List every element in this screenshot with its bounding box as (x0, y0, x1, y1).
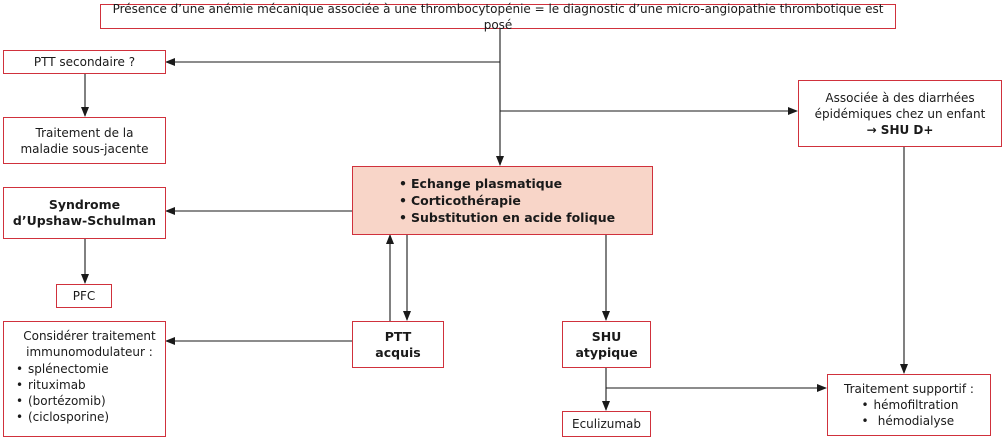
supportif-list: hémofiltration hémodialyse (860, 397, 959, 429)
traitement-line-2: maladie sous-jacente (20, 141, 149, 156)
upshaw-line-1: Syndrome (48, 197, 121, 212)
traitement-line-1: Traitement de la (35, 125, 134, 140)
immuno-box: Considérer traitement immunomodulateur :… (3, 321, 166, 437)
ptt-acquis-box: PTT acquis (352, 321, 444, 368)
eculizumab-text: Eculizumab (571, 417, 642, 431)
treatment-item-folique: Substitution en acide folique (397, 209, 615, 226)
diagnosis-box: Présence d’une anémie mécanique associée… (100, 2, 896, 32)
supportif-item-hemofiltration: hémofiltration (860, 397, 959, 413)
supportif-box: Traitement supportif : hémofiltration hé… (827, 374, 991, 436)
upshaw-line-2: d’Upshaw-Schulman (12, 213, 157, 228)
immuno-item-rituximab: rituximab (14, 377, 109, 393)
shu-atypique-line-1: SHU (591, 328, 622, 344)
treatment-box: Echange plasmatique Corticothérapie Subs… (352, 166, 653, 235)
shu-d-line-3: → SHU D+ (866, 122, 934, 137)
shu-atypique-line-2: atypique (575, 344, 638, 360)
diagnosis-text: Présence d’une anémie mécanique associée… (112, 1, 884, 32)
eculizumab-box: Eculizumab (562, 411, 651, 437)
shu-d-line-1: Associée à des diarrhées (825, 90, 975, 105)
pfc-text: PFC (72, 289, 96, 303)
traitement-sous-jacente-box: Traitement de la maladie sous-jacente (3, 117, 166, 164)
ptt-secondaire-box: PTT secondaire ? (3, 50, 166, 74)
immuno-list: splénectomie rituximab (bortézomib) (cic… (14, 361, 109, 425)
upshaw-box: Syndrome d’Upshaw-Schulman (3, 187, 166, 239)
shu-d-line-2: épidémiques chez un enfant (814, 106, 986, 121)
ptt-secondaire-text: PTT secondaire ? (33, 55, 136, 69)
immuno-item-splenectomie: splénectomie (14, 361, 109, 377)
shu-d-box: Associée à des diarrhées épidémiques che… (798, 80, 1002, 147)
immuno-title-2: immunomodulateur : (26, 345, 153, 359)
immuno-title-1: Considérer traitement (23, 329, 156, 343)
treatment-list: Echange plasmatique Corticothérapie Subs… (397, 175, 615, 226)
ptt-acquis-line-2: acquis (375, 344, 421, 360)
treatment-item-cortico: Corticothérapie (397, 192, 615, 209)
supportif-item-hemodialyse: hémodialyse (860, 413, 959, 429)
supportif-title: Traitement supportif : (844, 382, 974, 396)
treatment-item-plasma: Echange plasmatique (397, 175, 615, 192)
immuno-item-ciclosporine: (ciclosporine) (14, 409, 109, 425)
ptt-acquis-line-1: PTT (384, 328, 412, 344)
pfc-box: PFC (56, 284, 112, 308)
immuno-item-bortezomib: (bortézomib) (14, 393, 109, 409)
shu-atypique-box: SHU atypique (562, 321, 651, 368)
